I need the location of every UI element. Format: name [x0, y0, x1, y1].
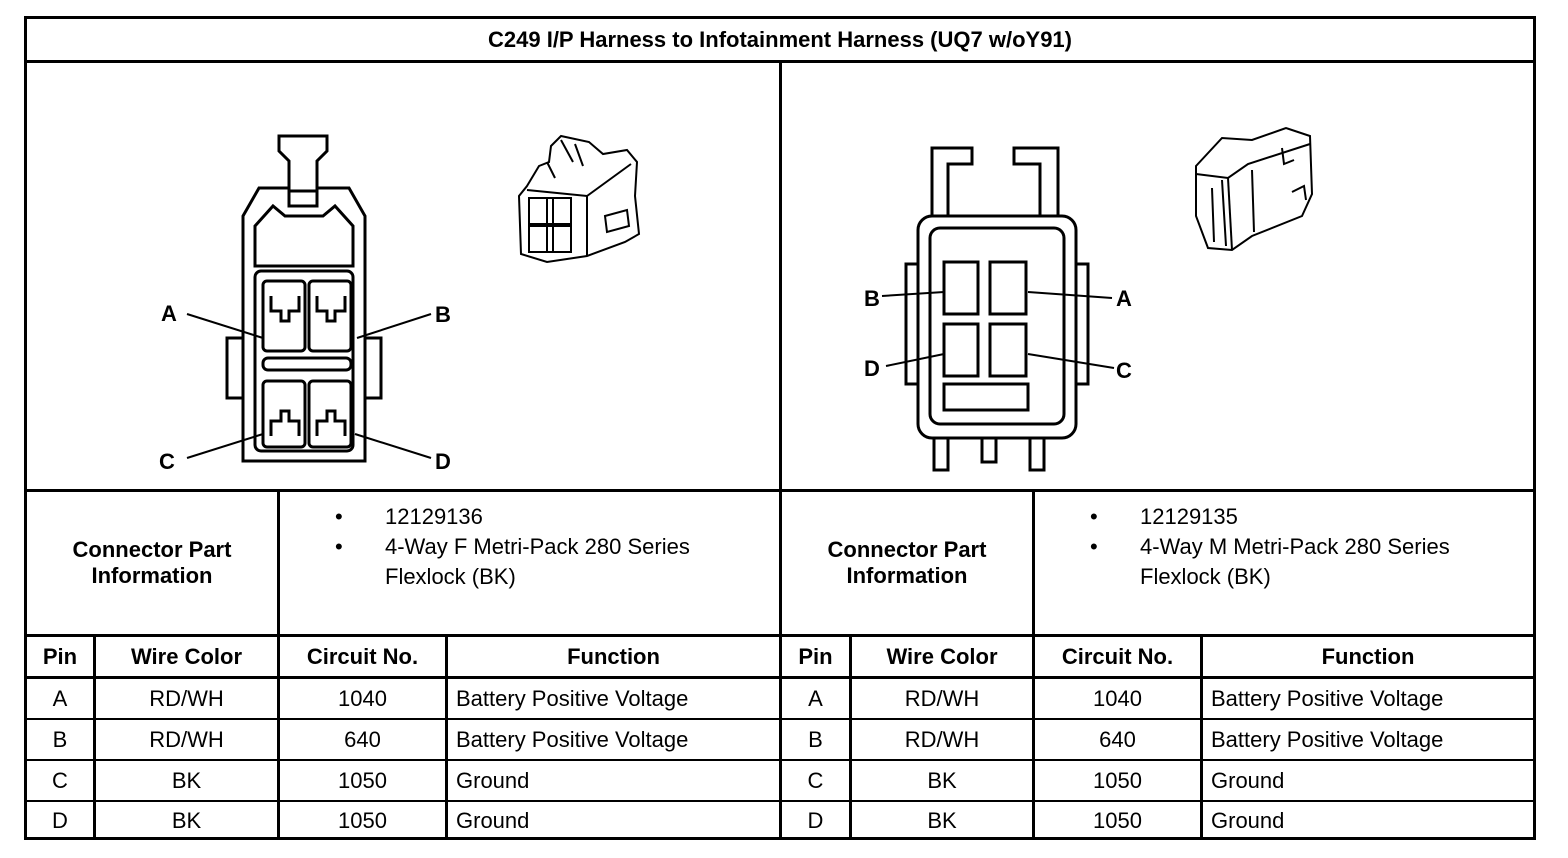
bullet-icon: •: [1090, 534, 1098, 559]
cell-circuit: 1050: [338, 767, 387, 793]
cell-circuit: 1050: [338, 808, 387, 833]
part-description-line2: Flexlock (BK): [385, 564, 516, 589]
pin-label-d: D: [435, 449, 451, 474]
cell-circuit: 640: [1099, 726, 1136, 752]
part-number: 12129136: [385, 504, 483, 529]
info-label-line1: Connector Part: [827, 537, 987, 562]
cell-pin: D: [52, 808, 68, 833]
row-divider: [27, 759, 1533, 761]
cell-function: Battery Positive Voltage: [456, 726, 689, 752]
header-circuit-no: Circuit No.: [1061, 643, 1174, 669]
header-pin: Pin: [798, 643, 833, 669]
part-description-line2: Flexlock (BK): [1140, 564, 1271, 589]
info-label-line2: Information: [846, 563, 968, 588]
pin-label-a: A: [1116, 286, 1132, 311]
female-connector-iso-illustration: [517, 134, 641, 264]
cell-circuit: 1040: [1093, 685, 1142, 711]
cell-function: Battery Positive Voltage: [1211, 726, 1444, 752]
male-connector-iso-illustration: [1195, 126, 1314, 252]
bullet-icon: •: [335, 534, 343, 559]
cell-pin: C: [52, 767, 68, 793]
info-bottom-divider: [27, 634, 1533, 637]
header-circuit-no: Circuit No.: [306, 643, 419, 669]
bullet-icon: •: [1090, 504, 1098, 529]
header-function: Function: [1321, 643, 1415, 669]
cell-circuit: 1050: [1093, 767, 1142, 793]
pin-label-c: C: [159, 449, 175, 474]
cell-pin: B: [808, 726, 823, 752]
diagram-bottom-divider: [27, 489, 1533, 492]
header-bottom-divider: [27, 676, 1533, 679]
bullet-icon: •: [335, 504, 343, 529]
info-divider-right: [1032, 489, 1035, 637]
cell-function: Ground: [456, 767, 530, 793]
info-divider-left: [277, 489, 280, 637]
info-label-line1: Connector Part: [72, 537, 232, 562]
cell-circuit: 640: [344, 726, 381, 752]
cell-wire-color: BK: [927, 767, 957, 793]
cell-wire-color: BK: [171, 808, 202, 833]
cell-pin: B: [52, 726, 68, 752]
connector-part-details: • 12129135 • 4-Way M Metri-Pack 280 Series…: [1082, 502, 1520, 592]
connector-part-details: • 12129136 • 4-Way F Metri-Pack 280 Series…: [327, 502, 765, 592]
page-title: C249 I/P Harness to Infotainment Harness…: [27, 19, 1533, 63]
cell-function: Battery Positive Voltage: [1211, 685, 1444, 711]
cell-pin: A: [808, 685, 823, 711]
row-divider: [27, 718, 1533, 720]
part-number: 12129135: [1140, 504, 1238, 529]
cell-function: Ground: [1211, 767, 1285, 793]
col-divider: [849, 634, 852, 840]
part-description-line1: 4-Way M Metri-Pack 280 Series: [1140, 534, 1450, 559]
header-function: Function: [567, 643, 660, 669]
row-divider: [27, 800, 1533, 802]
header-pin: Pin: [42, 643, 78, 669]
col-divider: [1200, 634, 1203, 840]
cell-circuit: 1050: [1093, 808, 1142, 833]
center-divider: [779, 63, 782, 840]
header-wire-color: Wire Color: [886, 643, 998, 669]
cell-wire-color: RD/WH: [904, 726, 980, 752]
cell-wire-color: RD/WH: [149, 685, 224, 711]
cell-function: Ground: [1211, 808, 1285, 833]
info-label-line2: Information: [91, 563, 213, 588]
pin-label-c: C: [1116, 358, 1132, 383]
cell-function: Battery Positive Voltage: [456, 685, 689, 711]
cell-circuit: 1040: [338, 685, 387, 711]
cell-wire-color: BK: [927, 808, 957, 833]
cell-function: Ground: [456, 808, 530, 833]
cell-wire-color: RD/WH: [904, 685, 980, 711]
connector-part-info-label: Connector Part Information: [782, 492, 1032, 634]
part-description-line1: 4-Way F Metri-Pack 280 Series: [385, 534, 690, 559]
pin-label-b: B: [864, 286, 880, 311]
cell-wire-color: RD/WH: [149, 726, 224, 752]
col-divider: [93, 634, 96, 840]
female-connector-face-diagram: A B C D: [159, 134, 641, 474]
col-divider: [277, 634, 280, 840]
header-wire-color: Wire Color: [130, 643, 243, 669]
cell-pin: C: [807, 767, 824, 793]
pin-label-a: A: [161, 301, 177, 326]
pin-label-d: D: [864, 356, 880, 381]
cell-pin: D: [807, 808, 824, 833]
male-connector-face-diagram: B A D C: [864, 126, 1314, 472]
connector-part-info-label: Connector Part Information: [27, 492, 277, 634]
col-divider: [1032, 634, 1035, 840]
col-divider: [445, 634, 448, 840]
cell-wire-color: BK: [171, 767, 202, 793]
pin-label-b: B: [435, 302, 451, 327]
connector-sheet: C249 I/P Harness to Infotainment Harness…: [24, 16, 1536, 840]
cell-pin: A: [52, 685, 68, 711]
